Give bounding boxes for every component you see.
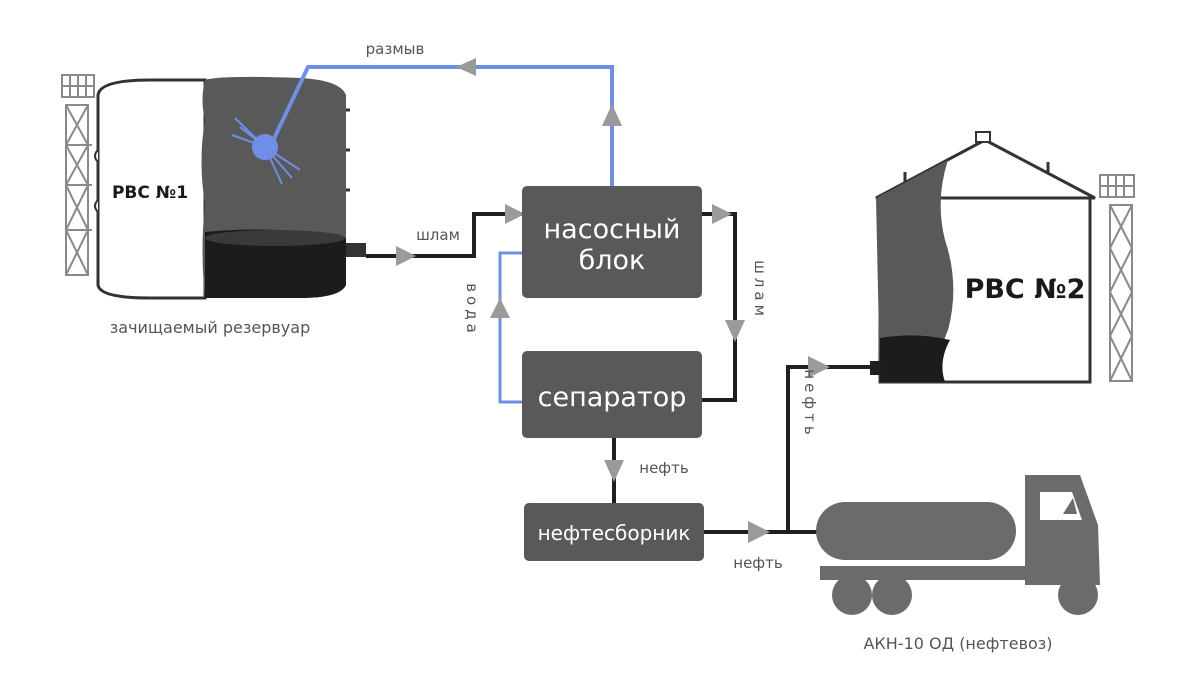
truck-frame <box>820 566 1030 580</box>
oil-collector-label: нефтесборник <box>538 521 691 545</box>
arrow-water-up <box>490 298 510 318</box>
tank2-cutaway <box>876 160 954 382</box>
pump-block-line2: блок <box>579 245 646 276</box>
truck-caption: АКН-10 ОД (нефтевоз) <box>863 634 1052 653</box>
truck-wheel-2 <box>872 575 912 615</box>
pump-block-line1: насосный <box>544 214 681 245</box>
tank1-scaffold <box>61 74 95 276</box>
tank1-outlet <box>346 243 366 257</box>
label-water: вода <box>463 283 481 337</box>
tank-rvs-2: РВС №2 <box>870 131 1135 384</box>
arrow-sludge-in <box>396 246 416 266</box>
arrow-oil-down <box>604 460 624 482</box>
truck-tank <box>816 502 1016 560</box>
truck-cab <box>1025 475 1100 585</box>
arrow-oil-right <box>748 521 770 543</box>
tank1-sludge <box>205 229 346 298</box>
arrow-washout-up <box>602 104 622 126</box>
arrow-sludge-pump <box>505 204 525 224</box>
flow-arrows <box>396 58 830 543</box>
oil-pipe-up <box>786 365 878 532</box>
label-oil-down: нефть <box>639 459 688 477</box>
tank1-caption: зачищаемый резервуар <box>110 318 310 337</box>
oil-collector-block: нефтесборник <box>524 503 704 561</box>
arrow-oil-tank2 <box>808 356 830 378</box>
tank1-label: РВС №1 <box>112 183 188 203</box>
tank-rvs-1: РВС №1 <box>61 74 366 300</box>
label-oil-up: нефть <box>801 369 819 438</box>
truck-wheel-3 <box>1058 575 1098 615</box>
truck-wheel-1 <box>832 575 872 615</box>
water-pipe <box>498 251 522 404</box>
arrow-sludge-down <box>725 320 745 342</box>
arrow-sludge-right <box>712 204 732 224</box>
separator-label: сепаратор <box>538 382 687 413</box>
sludge-pipe-in <box>366 212 522 258</box>
oil-truck <box>816 475 1100 615</box>
tank2-oil <box>880 335 950 382</box>
arrow-washout-left <box>456 58 476 76</box>
tank2-scaffold <box>1099 174 1135 382</box>
label-sludge-down: шлам <box>751 260 769 320</box>
pipes <box>268 65 878 534</box>
label-oil-right: нефть <box>733 554 782 572</box>
label-sludge-in: шлам <box>416 226 460 244</box>
label-washout: размыв <box>366 40 425 58</box>
separator-block: сепаратор <box>522 351 702 438</box>
tank2-label: РВС №2 <box>965 274 1086 305</box>
sludge-pipe-loop <box>702 212 737 402</box>
pump-block: насосный блок <box>522 186 702 298</box>
